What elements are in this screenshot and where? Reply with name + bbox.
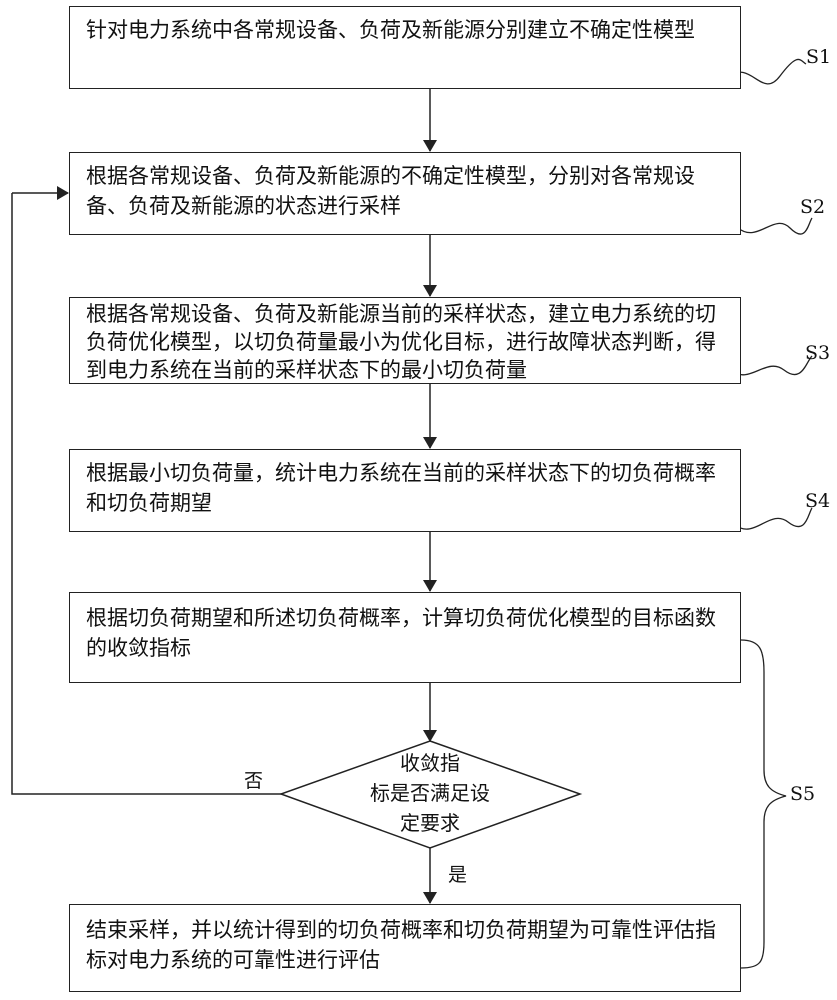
decision-diamond	[278, 740, 583, 849]
s5-bracket	[740, 639, 787, 969]
step-box-s5a: 根据切负荷期望和所述切负荷概率，计算切负荷优化模型的目标函数的收敛指标	[69, 592, 741, 683]
label-s2: S2	[800, 196, 826, 218]
s3-leader-line	[729, 355, 813, 376]
step-box-s2: 根据各常规设备、负荷及新能源的不确定性模型，分别对各常规设备、负荷及新能源的状态…	[69, 152, 741, 235]
decision-line-2: 标是否满足设	[370, 781, 490, 805]
label-s3: S3	[805, 342, 831, 364]
branch-no-label: 否	[244, 770, 264, 792]
decision-line-3: 定要求	[400, 811, 460, 835]
decision-text: 收敛指 标是否满足设 定要求	[330, 748, 530, 838]
s4-leader-line	[734, 507, 813, 530]
step-box-s5c: 结束采样，并以统计得到的切负荷概率和切负荷期望为可靠性评估指标对电力系统的可靠性…	[69, 904, 741, 992]
step-s1-text: 针对电力系统中各常规设备、负荷及新能源分别建立不确定性模型	[86, 18, 695, 42]
label-s4: S4	[805, 490, 831, 512]
s1-leader-line	[727, 58, 807, 85]
step-s4-text: 根据最小切负荷量，统计电力系统在当前的采样状态下的切负荷概率和切负荷期望	[86, 461, 716, 515]
step-box-s4: 根据最小切负荷量，统计电力系统在当前的采样状态下的切负荷概率和切负荷期望	[69, 449, 741, 532]
step-box-s1: 针对电力系统中各常规设备、负荷及新能源分别建立不确定性模型	[69, 6, 741, 89]
loop-back-line	[11, 193, 283, 795]
branch-yes-label: 是	[448, 864, 468, 886]
step-s5c-text: 结束采样，并以统计得到的切负荷概率和切负荷期望为可靠性评估指标对电力系统的可靠性…	[86, 918, 716, 972]
decision-line-1: 收敛指	[400, 751, 460, 775]
step-s3-text: 根据各常规设备、负荷及新能源当前的采样状态，建立电力系统的切负荷优化模型，以切负…	[86, 302, 716, 382]
label-s5: S5	[790, 783, 816, 805]
step-s2-text: 根据各常规设备、负荷及新能源的不确定性模型，分别对各常规设备、负荷及新能源的状态…	[86, 164, 695, 218]
s2-leader-line	[737, 217, 813, 235]
step-s5a-text: 根据切负荷期望和所述切负荷概率，计算切负荷优化模型的目标函数的收敛指标	[86, 606, 716, 660]
label-s1: S1	[806, 46, 832, 68]
step-box-s3: 根据各常规设备、负荷及新能源当前的采样状态，建立电力系统的切负荷优化模型，以切负…	[69, 297, 741, 384]
